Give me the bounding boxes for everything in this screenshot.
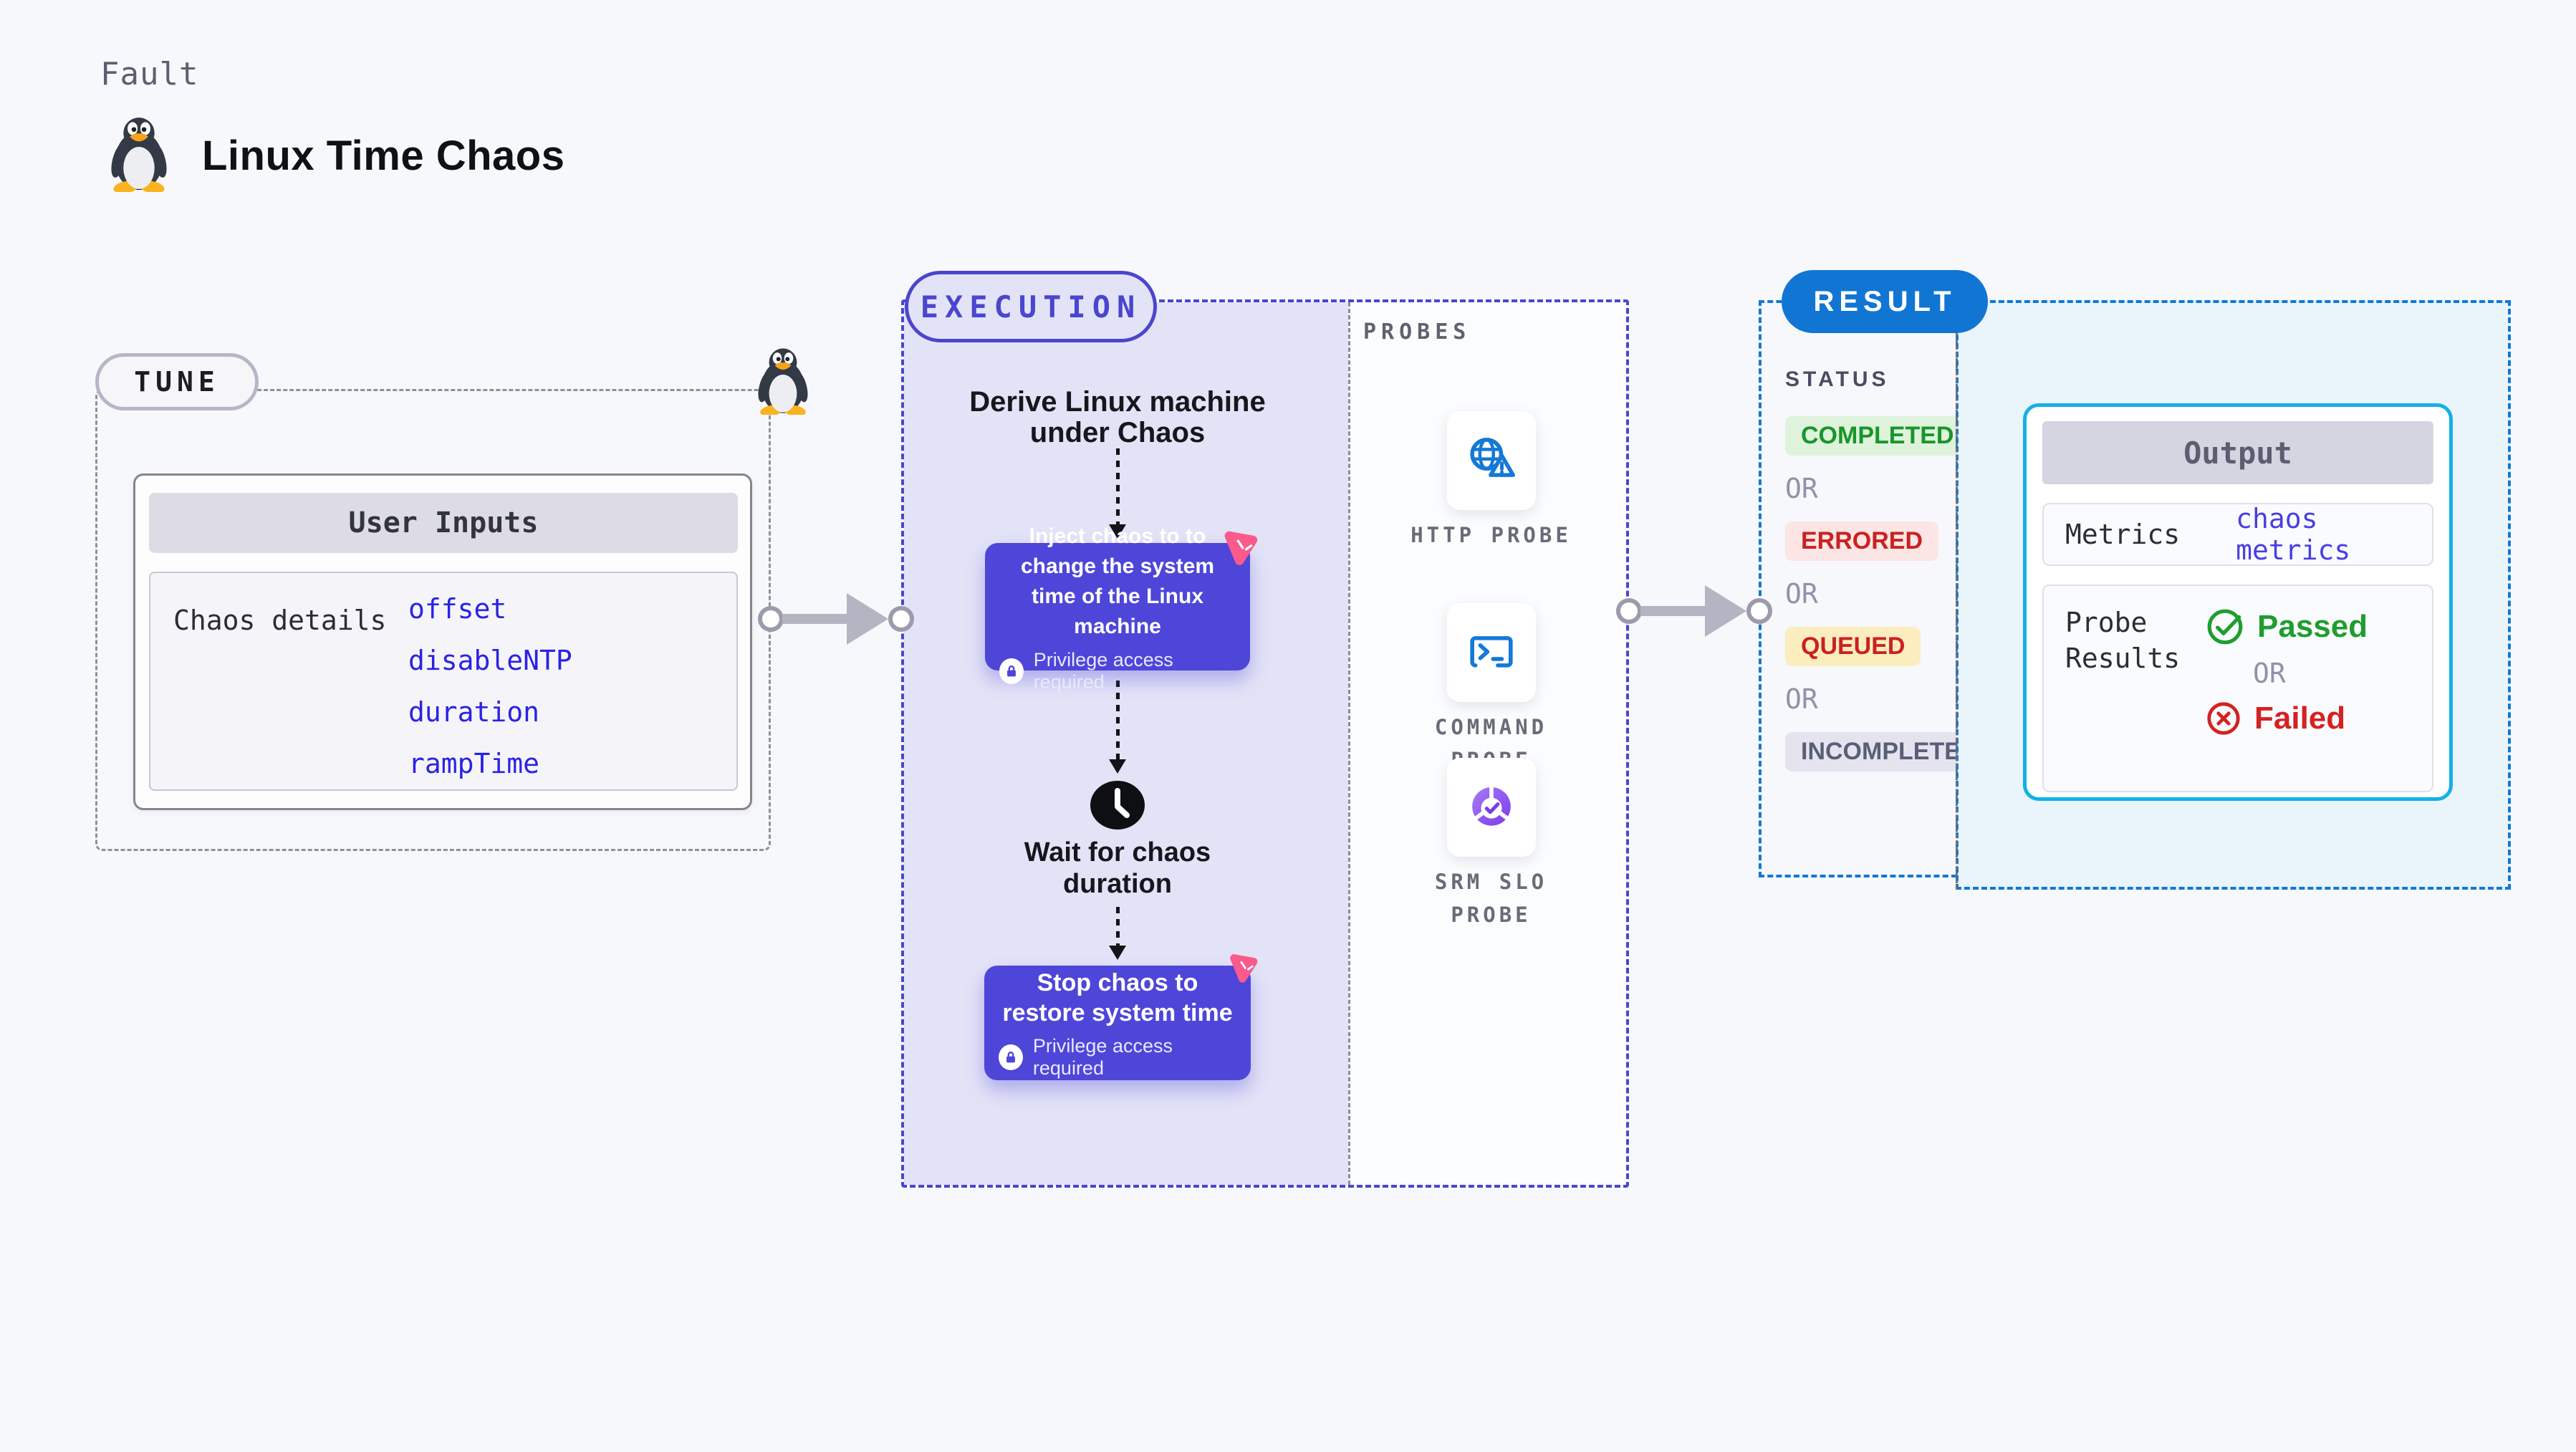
result-section-label: RESULT [1782,270,1988,333]
or-label: OR [1785,578,1818,610]
stop-chaos-node: Stop chaos to restore system time Privil… [984,954,1258,1080]
probe-results-label: Probe Results [2065,607,2181,674]
status-badge-completed: COMPLETED [1785,416,1970,456]
litmus-chaos-icon [1219,524,1263,569]
arrow-down-icon [1109,524,1126,539]
or-label: OR [2253,658,2286,689]
execution-section: Derive Linux machine under Chaos [901,299,1629,1188]
privilege-badge-text: Privilege access required [1033,649,1173,693]
http-probe-label: HTTP PROBE [1410,523,1572,547]
param-duration[interactable]: duration [408,696,540,728]
or-label: OR [1785,683,1818,715]
page-title: Linux Time Chaos [202,133,565,179]
execution-section-label: EXECUTION [905,271,1157,342]
probe-srm-slo: SRM SLO PROBE [1350,758,1632,931]
param-list: offset disableNTP duration rampTime [408,593,572,779]
result-panels-divider [1956,300,1958,890]
chaos-metrics-link[interactable]: chaos metrics [2236,503,2351,566]
x-circle-icon [2206,701,2241,736]
failed-label: Failed [2254,701,2346,736]
probes-section: PROBES HTTP PROBE [1350,302,1632,1185]
probe-http: HTTP PROBE [1350,411,1632,552]
failed-state: Failed [2206,701,2368,736]
probe-command: COMMAND PROBE [1350,603,1632,777]
tux-penguin-small-icon [753,346,813,415]
privilege-badge: Privilege access required [999,1035,1236,1080]
connector-dot [1616,598,1642,624]
terminal-icon [1464,625,1519,680]
passed-state: Passed [2206,607,2368,646]
chaos-details-panel: Chaos details offset disableNTP duration… [149,572,738,791]
passed-label: Passed [2257,609,2368,644]
check-circle-icon [2206,607,2244,646]
flow-arrow-down [1109,448,1126,539]
param-ramptime[interactable]: rampTime [408,748,540,779]
status-badge-queued: QUEUED [1785,627,1921,666]
clock-icon [1089,779,1146,831]
arrow-right-icon [847,593,888,645]
wait-step-title: Wait for chaos duration [1024,837,1211,899]
status-heading: STATUS [1785,367,1890,391]
lock-icon [999,658,1024,684]
srm-slo-probe-label: SRM SLO PROBE [1434,870,1548,927]
user-inputs-card: User Inputs Chaos details offset disable… [133,473,752,810]
privilege-badge: Privilege access required [999,649,1236,693]
stop-step-title: Stop chaos to restore system time [1002,969,1233,1027]
user-inputs-title: User Inputs [149,493,738,553]
status-badge-errored: ERRORED [1785,521,1939,561]
execution-flow: Derive Linux machine under Chaos [904,302,1331,1080]
connector-line [782,614,848,624]
tune-to-execution-connector [758,593,914,645]
flow-arrow-down [1109,907,1126,960]
connector-line [1640,606,1706,616]
result-status-panel: STATUS COMPLETED OR ERRORED OR QUEUED OR… [1759,300,1994,878]
litmus-chaos-icon [1225,948,1262,986]
inject-chaos-node: Inject chaos to to change the system tim… [985,524,1258,693]
slo-chart-icon [1464,780,1519,835]
output-card-title: Output [2042,421,2433,484]
tux-penguin-icon [106,115,172,192]
connector-dot [1746,598,1772,624]
derive-step-title: Derive Linux machine under Chaos [969,386,1266,448]
flow-arrow-down [1109,681,1126,774]
connector-dot [888,606,914,632]
globe-warning-icon [1464,433,1519,488]
probe-results-row: Probe Results Passed OR [2042,585,2433,792]
arrow-down-icon [1109,946,1126,960]
param-disablentp[interactable]: disableNTP [408,645,572,676]
arrow-right-icon [1705,585,1746,637]
result-output-panel: Output Metrics chaos metrics Probe Resul… [1956,300,2511,890]
fault-eyebrow: Fault [100,56,199,92]
execution-to-result-connector [1616,585,1772,637]
http-probe-card[interactable] [1446,411,1536,510]
arrow-down-icon [1109,759,1126,774]
tune-section: User Inputs Chaos details offset disable… [95,389,771,851]
inject-step-title: Inject chaos to to change the system tim… [1020,524,1215,638]
probes-section-label: PROBES [1363,319,1471,345]
metrics-label: Metrics [2065,519,2181,550]
srm-slo-probe-card[interactable] [1446,758,1536,857]
chaos-details-label: Chaos details [173,605,387,636]
lock-icon [999,1044,1023,1070]
execution-probes-divider [1348,302,1350,1185]
tune-section-label: TUNE [95,353,259,410]
command-probe-card[interactable] [1446,603,1536,702]
param-offset[interactable]: offset [408,593,507,625]
output-card: Output Metrics chaos metrics Probe Resul… [2023,403,2453,801]
or-label: OR [1785,473,1818,504]
metrics-row: Metrics chaos metrics [2042,503,2433,566]
connector-dot [758,606,784,632]
privilege-badge-text: Privilege access required [1032,1035,1173,1079]
